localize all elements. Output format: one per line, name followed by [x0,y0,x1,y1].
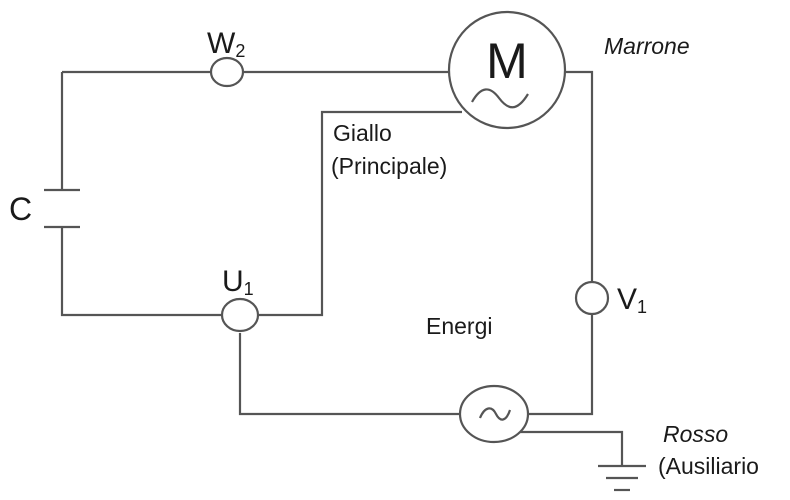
wire-yellow-main [259,110,462,317]
wire-brown [528,70,594,416]
motor-symbol: M [486,33,528,89]
yellow-wire-role: (Principale) [331,153,447,179]
capacitor-label: C [9,191,32,227]
capacitor [44,188,80,229]
red-wire-label: Rosso [663,421,728,447]
yellow-wire-label: Giallo [333,120,392,146]
terminal-v1 [574,280,610,316]
terminal-u1-label: U1 [222,265,254,299]
ground-symbol [598,464,646,492]
terminal-w2-label: W2 [207,27,245,61]
supply-label: Energi [426,313,492,339]
red-wire-role: (Ausiliario [658,453,759,479]
terminal-u1 [220,297,260,333]
terminal-w2 [209,56,245,88]
motor-sine-icon [471,88,529,109]
wire-u1-to-supply [238,333,460,416]
brown-wire-label: Marrone [604,33,690,59]
motor: M [447,10,567,130]
wiring [60,70,624,466]
wire-capacitor-left [60,72,222,317]
power-supply [458,384,530,444]
terminal-v1-label: V1 [617,283,647,317]
wire-red-ground [520,430,624,466]
ac-source-icon [478,407,512,421]
